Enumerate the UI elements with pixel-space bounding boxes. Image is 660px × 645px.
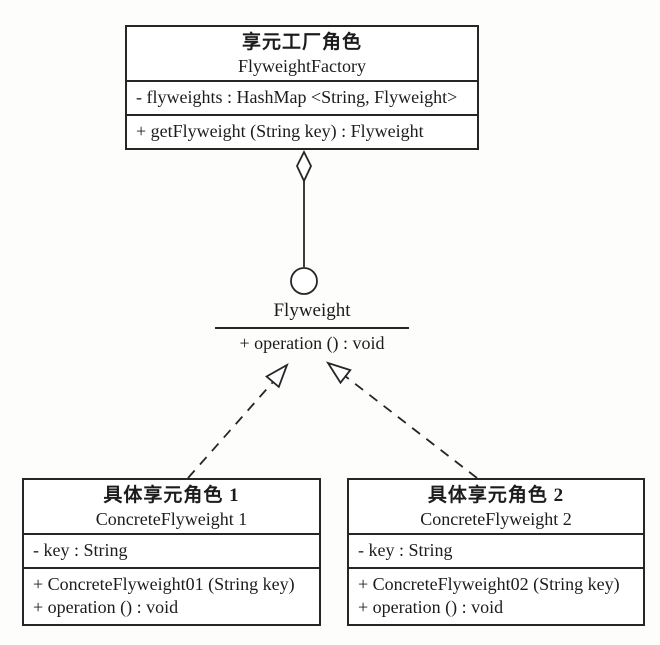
concrete2-method-operation: + operation () : void	[358, 597, 504, 617]
concrete1-method-constructor: + ConcreteFlyweight01 (String key)	[33, 574, 295, 594]
concrete1-name-en: ConcreteFlyweight 1	[95, 509, 248, 529]
realization-arrowhead-left-icon	[265, 363, 289, 389]
concrete2-methods: + ConcreteFlyweight02 (String key) + ope…	[349, 567, 643, 624]
flyweight-interface: Flyweight + operation () : void	[215, 299, 409, 355]
factory-method: + getFlyweight (String key) : Flyweight	[136, 121, 424, 141]
concrete1-title: 具体享元角色 1 ConcreteFlyweight 1	[24, 480, 319, 533]
concrete2-method-constructor: + ConcreteFlyweight02 (String key)	[358, 574, 620, 594]
factory-name-en: FlyweightFactory	[238, 56, 366, 76]
factory-title: 享元工厂角色 FlyweightFactory	[127, 27, 477, 80]
class-concrete-flyweight-1: 具体享元角色 1 ConcreteFlyweight 1 - key : Str…	[22, 478, 321, 626]
concrete2-name-zh: 具体享元角色 2	[427, 485, 565, 506]
concrete1-method-operation: + operation () : void	[33, 597, 179, 617]
interface-circle-icon	[290, 267, 318, 295]
class-flyweight-factory: 享元工厂角色 FlyweightFactory - flyweights : H…	[125, 25, 479, 150]
flyweight-interface-method: + operation () : void	[239, 333, 385, 353]
factory-name-zh: 享元工厂角色	[241, 32, 362, 53]
realization-dashed-line-right	[344, 375, 478, 479]
class-concrete-flyweight-2: 具体享元角色 2 ConcreteFlyweight 2 - key : Str…	[347, 478, 645, 626]
concrete2-attributes: - key : String	[349, 533, 643, 567]
realization-dashed-line-left	[187, 381, 274, 479]
concrete1-attributes: - key : String	[24, 533, 319, 567]
realization-arrowhead-right-icon	[325, 361, 352, 385]
concrete2-name-en: ConcreteFlyweight 2	[420, 509, 572, 529]
factory-attribute: - flyweights : HashMap <String, Flyweigh…	[136, 87, 458, 107]
factory-methods: + getFlyweight (String key) : Flyweight	[127, 114, 477, 148]
flyweight-interface-name: Flyweight	[215, 299, 409, 329]
concrete1-name-zh: 具体享元角色 1	[103, 485, 240, 506]
concrete1-attribute: - key : String	[33, 540, 128, 560]
aggregation-diamond-icon	[296, 149, 312, 184]
concrete2-title: 具体享元角色 2 ConcreteFlyweight 2	[349, 480, 643, 533]
concrete2-attribute: - key : String	[358, 540, 453, 560]
factory-attributes: - flyweights : HashMap <String, Flyweigh…	[127, 80, 477, 114]
concrete1-methods: + ConcreteFlyweight01 (String key) + ope…	[24, 567, 319, 624]
